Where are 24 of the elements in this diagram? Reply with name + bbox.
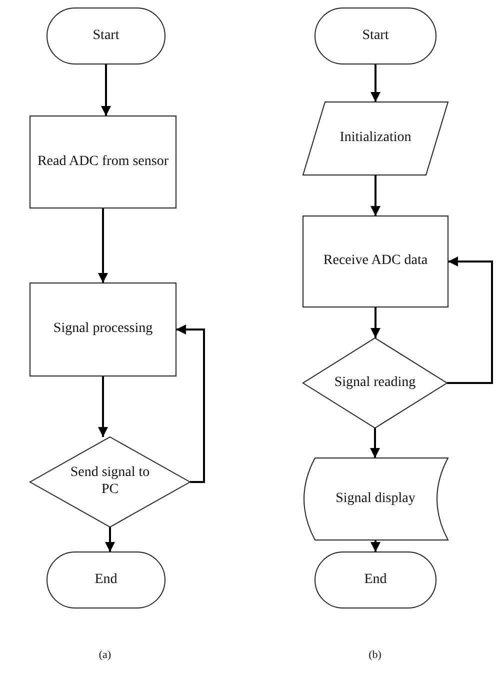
node-text: End [94,572,118,588]
node-text: Start [92,28,120,44]
subfigure-label: (b) [368,649,382,661]
node-text: Signal reading [334,374,416,392]
node-text: Signal processing [53,321,153,338]
arrow [370,64,380,102]
arrow [370,428,380,458]
arrow [101,64,111,116]
node-text: Receive ADC data [323,253,428,270]
arrow [370,175,380,216]
node-text: Read ADC from sensor [37,154,169,170]
node-text: Send signal to PC [69,465,151,499]
arrow [370,540,380,552]
arrow [98,376,108,437]
node-text: Start [362,28,389,44]
node-text: Signal display [336,490,416,508]
arrow [98,208,108,283]
arrow [447,256,493,384]
subfigure-label: (a) [98,649,112,661]
node-text: Initialization [340,130,412,147]
arrow [105,527,115,552]
arrow [370,307,380,338]
node-text: End [364,572,387,588]
arrow [176,324,205,483]
